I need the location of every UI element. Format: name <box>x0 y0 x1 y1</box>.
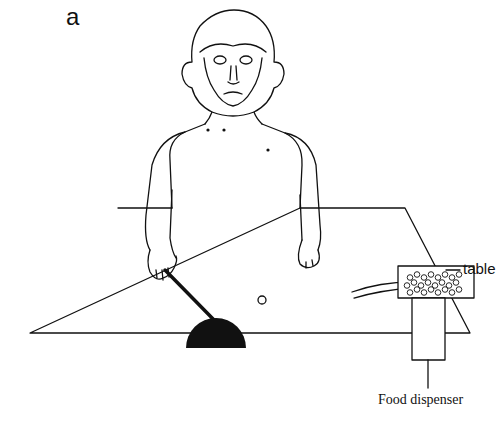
pellet <box>449 290 455 296</box>
monkey-right-arm <box>285 133 321 250</box>
pellet <box>407 275 413 281</box>
monkey-nipple <box>206 128 209 131</box>
monkey-right-hand <box>298 240 319 268</box>
monkey-face <box>200 44 266 106</box>
pellet <box>456 287 462 293</box>
dispenser-leader-line <box>427 360 428 388</box>
monkey-head <box>182 10 284 116</box>
pellet <box>414 272 420 278</box>
pellet <box>404 283 410 289</box>
pellet <box>435 290 441 296</box>
monkey-nose <box>228 66 239 84</box>
food-pellet <box>258 296 266 304</box>
panel-letter: a <box>66 4 79 30</box>
dispenser-stand <box>412 298 445 360</box>
table-leader-line <box>446 269 460 270</box>
pellet <box>449 275 455 281</box>
dispenser-pellets <box>404 272 462 296</box>
dispenser-box <box>398 266 474 298</box>
pellet <box>414 287 420 293</box>
monkey-nipple <box>222 128 225 131</box>
monkey-navel <box>266 148 269 151</box>
monkey-eye <box>240 56 252 64</box>
pellet <box>442 287 448 293</box>
pellet <box>421 290 427 296</box>
monkey-torso <box>170 124 302 208</box>
monkey-mouth <box>224 92 242 94</box>
pellet <box>439 280 445 286</box>
pellet <box>428 272 434 278</box>
part-label: table <box>463 261 496 278</box>
pellet <box>407 290 413 296</box>
lever-stick <box>165 270 216 322</box>
monkey-eye <box>214 56 226 64</box>
pellet <box>425 280 431 286</box>
pellet <box>428 287 434 293</box>
monkey-neck <box>205 112 262 124</box>
pellet <box>453 280 459 286</box>
pellet <box>442 272 448 278</box>
part-label: Food dispenser <box>378 392 463 407</box>
lever-base <box>186 318 246 348</box>
pellet <box>421 275 427 281</box>
pellet <box>435 275 441 281</box>
pellet <box>456 272 462 278</box>
pellet <box>411 280 417 286</box>
monkey-left-arm <box>146 132 186 258</box>
